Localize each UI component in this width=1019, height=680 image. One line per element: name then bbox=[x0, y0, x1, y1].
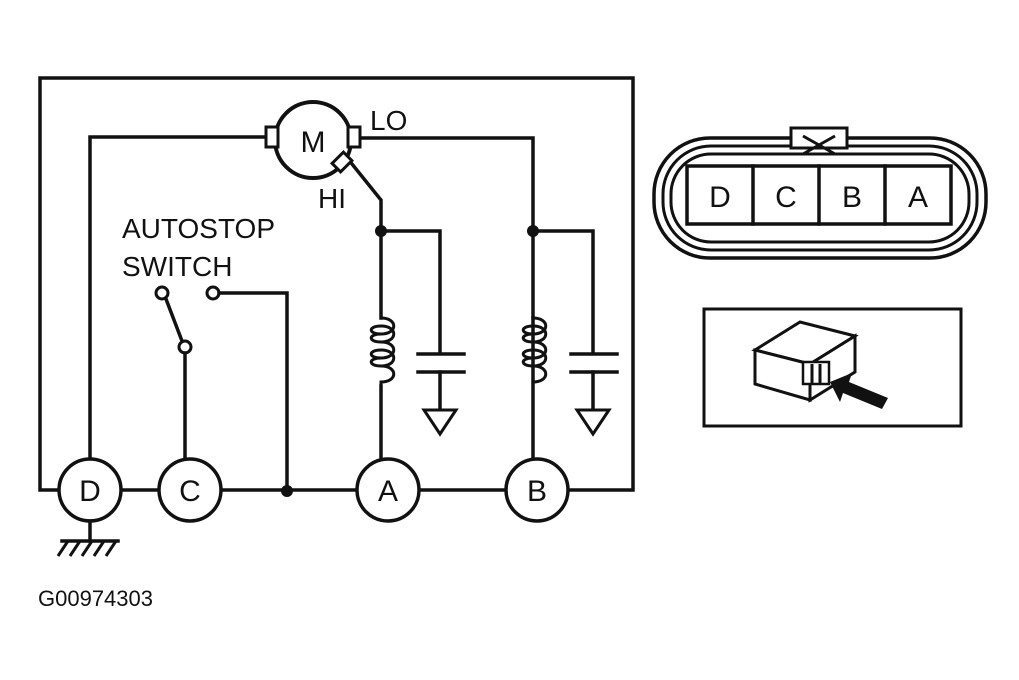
terminal-a: A bbox=[355, 457, 421, 523]
choke-coil-b bbox=[521, 316, 548, 386]
motor: M bbox=[264, 100, 362, 180]
terminal-b: B bbox=[504, 457, 570, 523]
circuit-outer-frame bbox=[38, 76, 635, 492]
connector-latch bbox=[789, 126, 849, 150]
terminal-c-label: C bbox=[179, 475, 201, 508]
wire-lo-to-b bbox=[354, 136, 535, 462]
wire-d-to-motor bbox=[88, 135, 270, 462]
connector-pin-a: A bbox=[908, 181, 928, 214]
figure-code: G00974303 bbox=[38, 586, 153, 611]
motor-symbol-label: M bbox=[301, 126, 326, 159]
terminal-b-label: B bbox=[527, 475, 547, 508]
motor-lo-label: LO bbox=[370, 105, 407, 136]
connector-face: D C B A bbox=[652, 126, 988, 260]
filter-b bbox=[521, 229, 619, 437]
wire-hi-to-a bbox=[349, 161, 383, 320]
autostop-switch-label-line2: SWITCH bbox=[122, 251, 232, 282]
ground-triangle-a bbox=[421, 408, 459, 437]
terminal-d-label: D bbox=[79, 475, 101, 508]
motor-hi-label: HI bbox=[318, 183, 346, 214]
connector-pin-d: D bbox=[709, 181, 731, 214]
ground-triangle-b bbox=[574, 408, 612, 437]
connector-pin-b: B bbox=[842, 181, 862, 214]
connector-pin-c: C bbox=[775, 181, 797, 214]
filter-a bbox=[369, 229, 466, 437]
terminal-d: D bbox=[57, 457, 123, 523]
autostop-switch-label-line1: AUTOSTOP bbox=[122, 213, 275, 244]
chassis-ground-icon bbox=[56, 519, 120, 557]
choke-coil-a bbox=[369, 316, 396, 386]
terminal-c: C bbox=[157, 457, 223, 523]
connector-locator-inset bbox=[702, 307, 963, 428]
terminal-a-label: A bbox=[378, 475, 398, 508]
arrow-icon bbox=[830, 373, 888, 409]
autostop-switch bbox=[154, 285, 289, 492]
